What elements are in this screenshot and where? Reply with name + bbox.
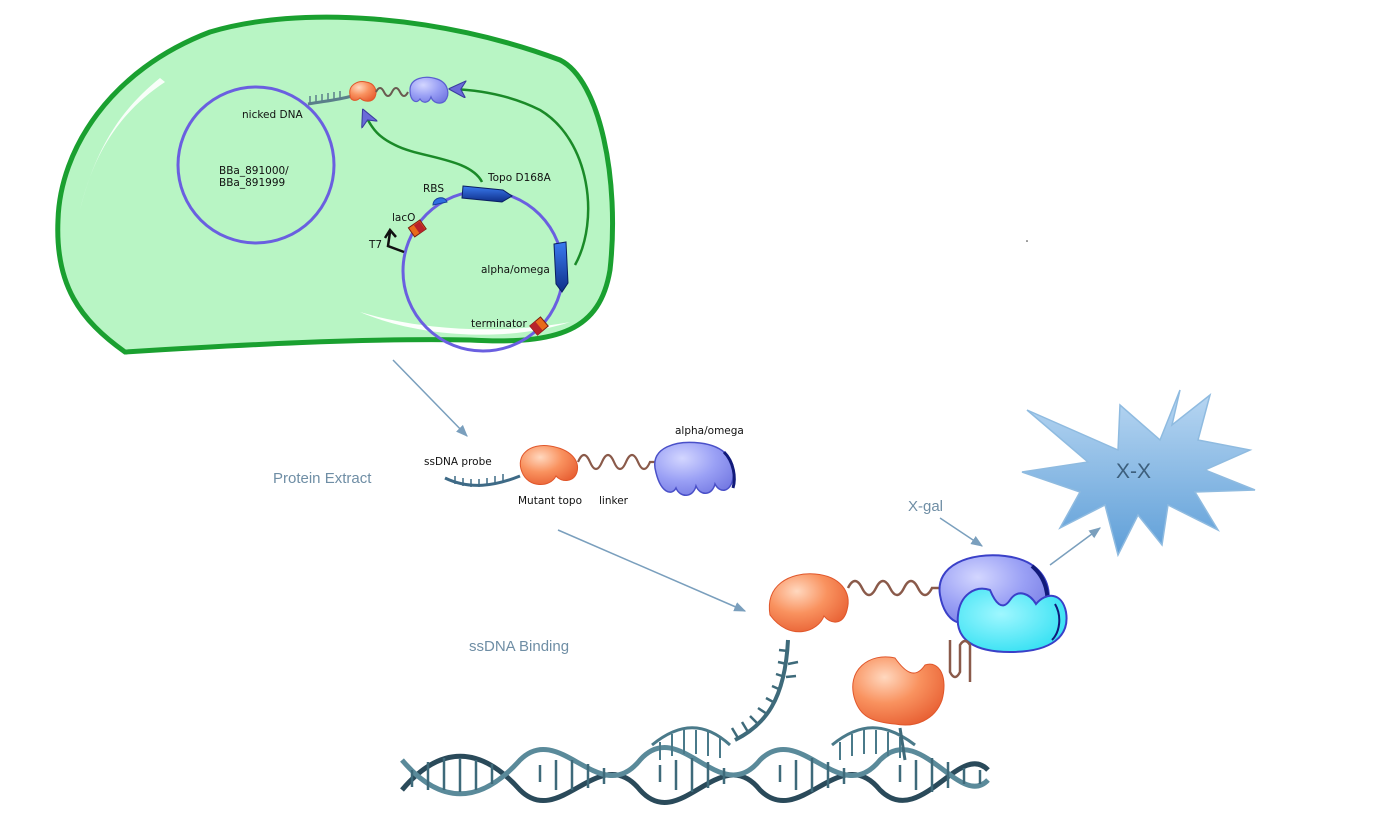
probe-construct — [444, 441, 736, 496]
product-arrow — [1049, 527, 1101, 566]
helix-overlay-ticks-right — [839, 730, 901, 760]
xx-product-star — [1021, 389, 1256, 558]
cell-highlight-bottom — [360, 312, 570, 335]
protein-extract-caption: Protein Extract — [273, 470, 372, 487]
xgal-caption: X-gal — [908, 498, 943, 515]
t7-label: T7 — [368, 239, 382, 251]
topo-d168a-label: Topo D168A — [487, 172, 552, 184]
second-linker — [948, 639, 972, 682]
protein-extract-arrow — [392, 359, 468, 437]
t7-promoter-arrow — [383, 227, 405, 254]
cell-topo-protein — [349, 81, 377, 102]
helix-base-pairs — [410, 758, 982, 792]
linker-label: linker — [599, 495, 629, 507]
alpha-omega-gene-label: alpha/omega — [481, 264, 550, 276]
xx-product-label: X-X — [1116, 460, 1151, 483]
terminator-label: terminator — [471, 318, 527, 330]
nicked-dna-ticks — [309, 91, 341, 104]
helix-overlay-arc-right — [831, 726, 916, 747]
laco-label: lacO — [392, 212, 415, 224]
helix-overlay-arc-left — [651, 726, 732, 747]
nicked-dna-label: nicked DNA — [242, 109, 303, 121]
cell-membrane — [55, 14, 616, 355]
topo-gene-block — [461, 185, 513, 203]
bacterial-cell — [55, 14, 616, 355]
ssdna-binding-arrow — [557, 529, 747, 612]
laco-operator-inner — [413, 221, 426, 234]
topo-expression-arrow — [364, 112, 484, 183]
bound-probe-ticks — [730, 648, 799, 739]
xgal-arrow — [939, 517, 983, 547]
ssdna-probe-label: ssDNA probe — [424, 456, 492, 468]
construct-alpha-omega-protein — [654, 441, 735, 496]
stray-dot — [1026, 240, 1028, 242]
ssdna-probe-ticks — [454, 474, 504, 487]
construct-alpha-omega-dark-edge — [722, 450, 736, 489]
cell-alpha-omega-protein — [409, 76, 449, 104]
bound-probe-strand — [734, 639, 790, 742]
plasmid-name-line1: BBa_891000/ — [219, 165, 289, 177]
alpha-omega-construct-label: alpha/omega — [675, 425, 744, 437]
mutant-topo-protein — [519, 445, 579, 485]
target-plasmid-circle — [176, 85, 336, 245]
terminator-inner — [529, 321, 543, 336]
rbs-marker — [432, 197, 448, 206]
ssdna-probe-strand — [444, 474, 521, 487]
alpha-omega-expression-arrow — [452, 89, 590, 266]
bound-topo-protein — [768, 573, 849, 633]
alpha-omega-gene-block — [553, 241, 569, 293]
omega-complement-edge — [1051, 603, 1061, 641]
bound-linker — [846, 579, 942, 597]
helix-overlay-ticks-left — [659, 730, 721, 760]
ssdna-binding-caption: ssDNA Binding — [469, 638, 569, 655]
mutant-topo-label: Mutant topo — [518, 495, 582, 507]
construct-linker — [576, 453, 658, 471]
omega-complement-protein — [956, 587, 1068, 654]
rbs-label: RBS — [423, 183, 444, 195]
nicked-dna-strand — [307, 94, 353, 106]
second-topo-protein — [852, 656, 945, 726]
plasmid-name-line2: BBa_891999 — [219, 177, 285, 189]
cell-linker — [375, 87, 409, 97]
second-topo-strand — [898, 727, 907, 761]
double-helix-dna — [400, 726, 990, 805]
